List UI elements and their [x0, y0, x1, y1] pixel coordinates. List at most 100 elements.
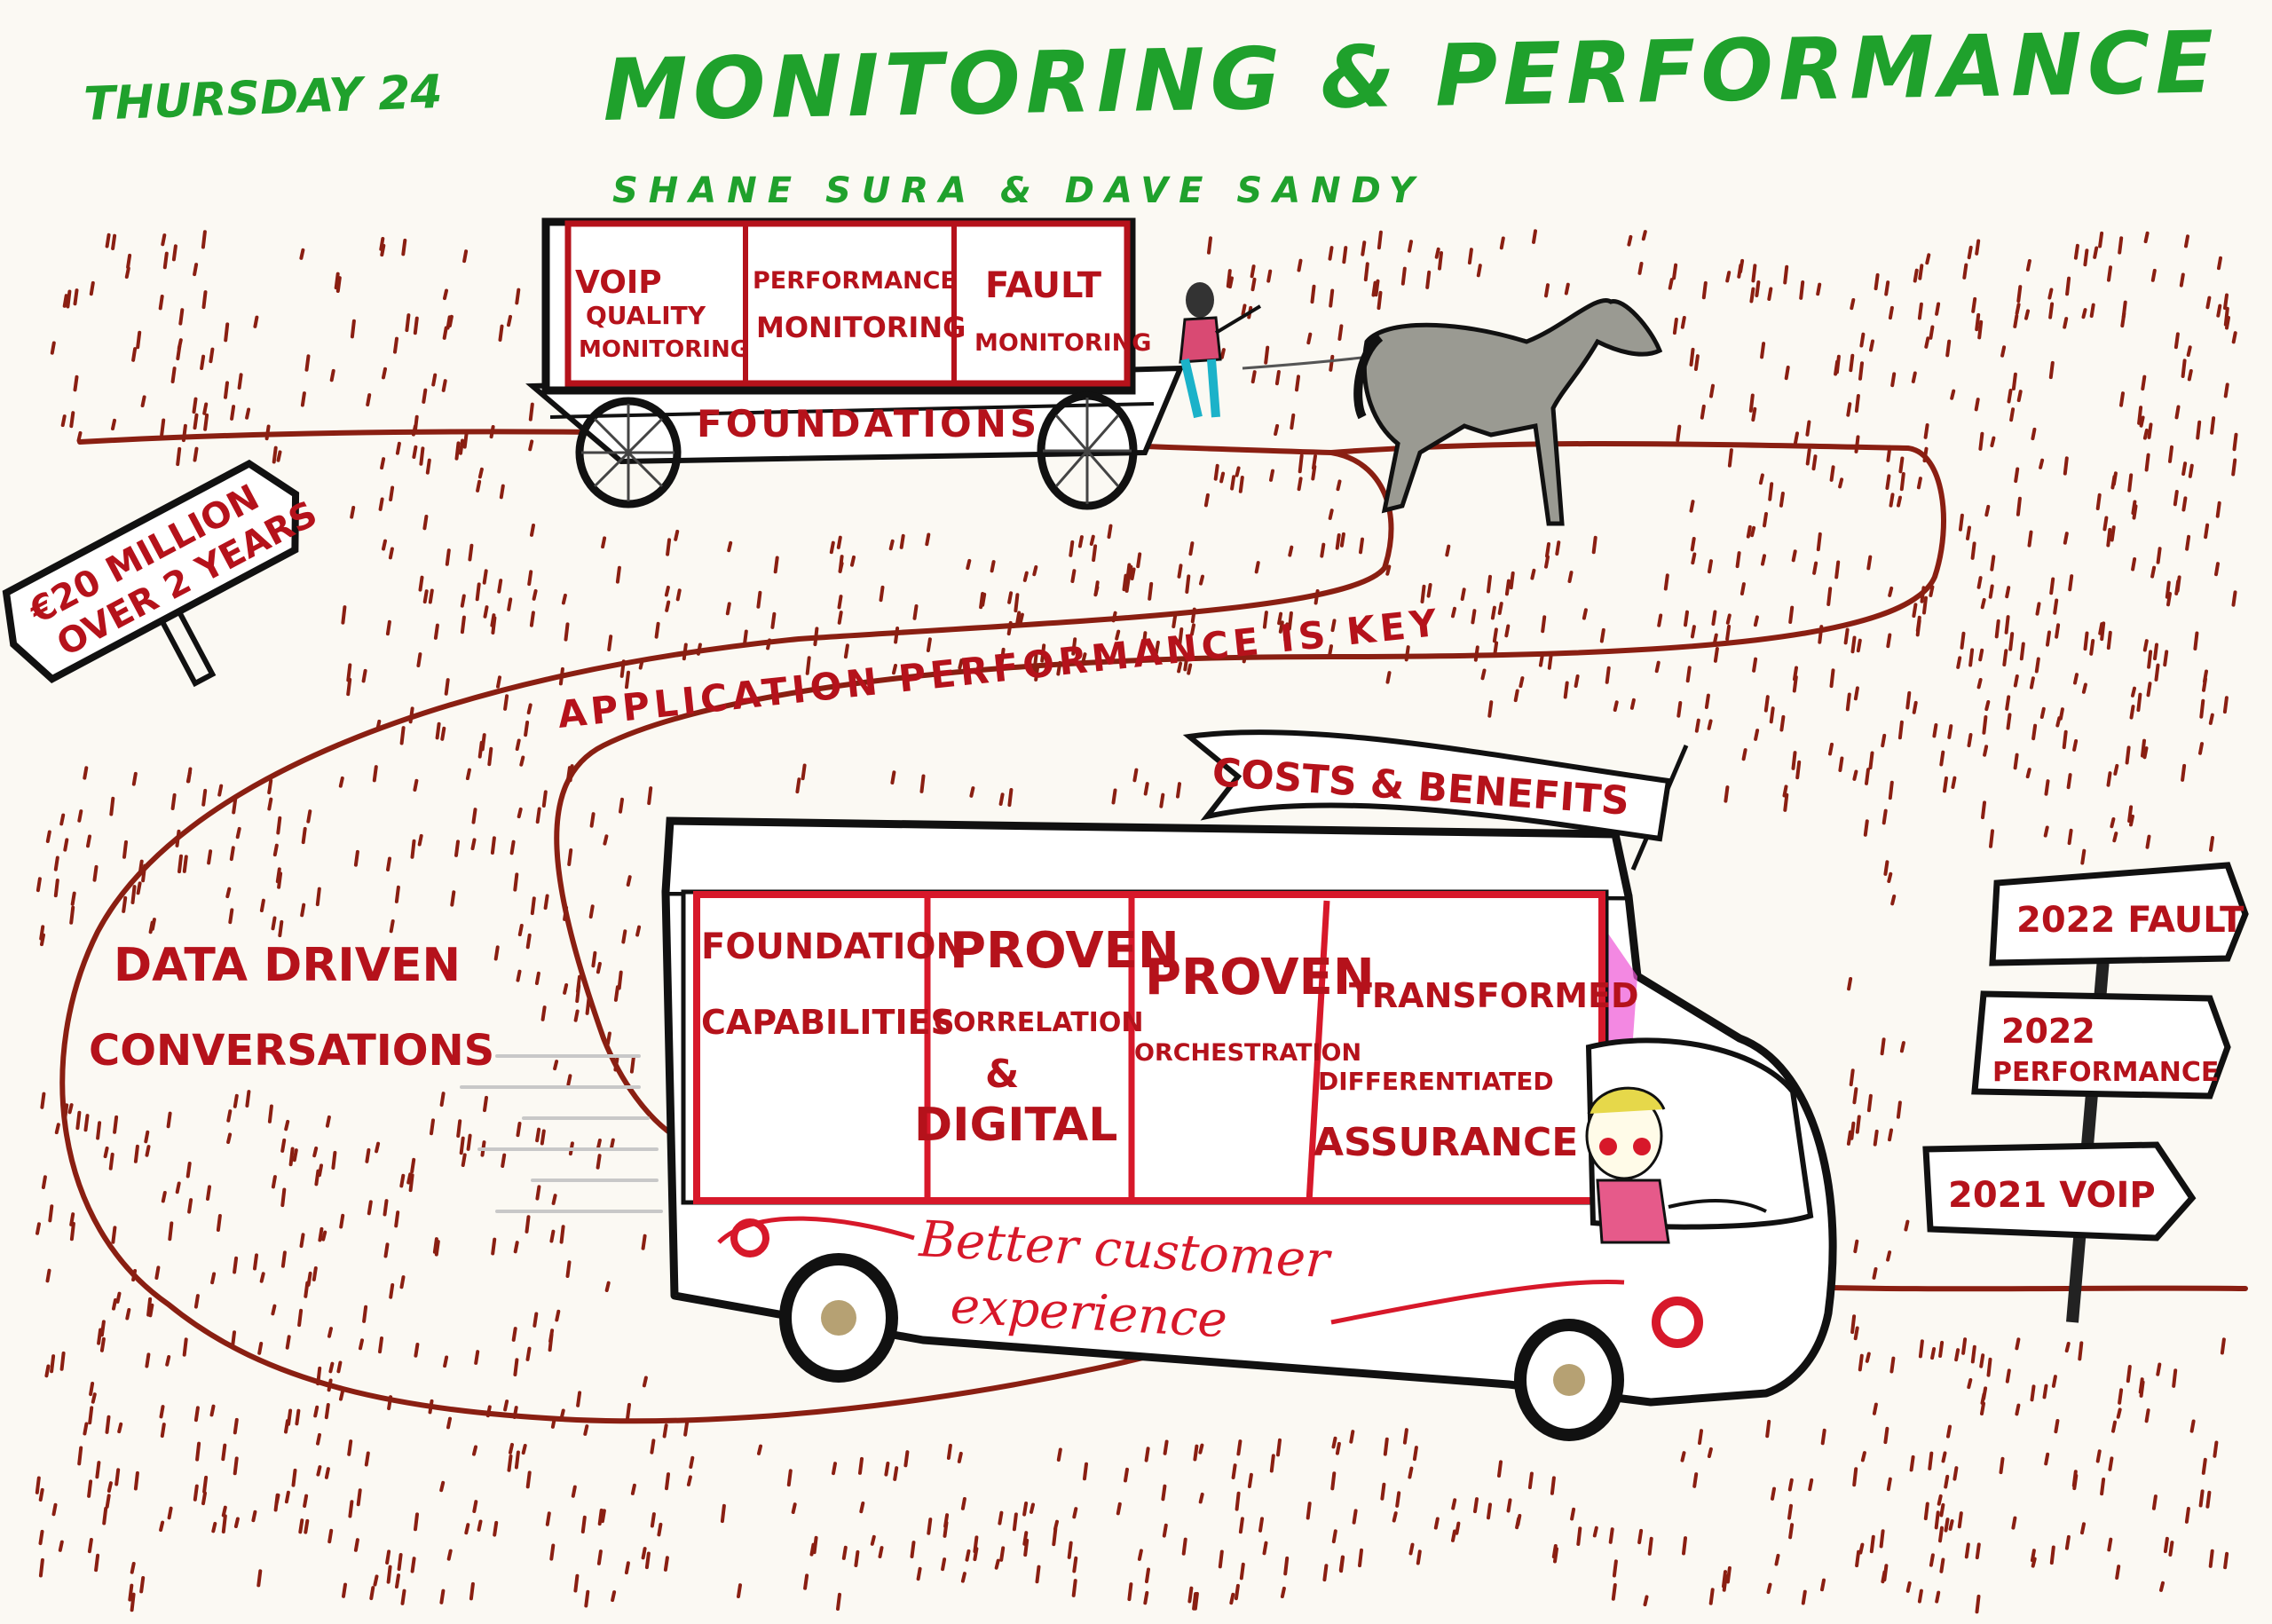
- ground-dash: [1961, 1337, 1968, 1355]
- ground-dash: [686, 1475, 692, 1486]
- ground-dash: [1754, 729, 1760, 741]
- ground-dash: [257, 1342, 264, 1355]
- ground-dash: [1904, 1219, 1910, 1232]
- ground-dash: [2106, 771, 2112, 787]
- road-label: APPLICATION PERFORMANCE IS KEY: [556, 601, 1443, 737]
- ground-dash: [89, 280, 95, 296]
- ground-dash: [126, 253, 132, 269]
- ground-dash: [2044, 1452, 2050, 1466]
- ground-dash: [1229, 1592, 1235, 1605]
- ground-dash: [36, 877, 42, 893]
- ground-dash: [1451, 1529, 1456, 1542]
- ground-dash: [2110, 525, 2116, 542]
- ground-dash: [1092, 544, 1098, 563]
- ground-dash: [571, 1485, 577, 1498]
- ground-dash: [465, 768, 471, 781]
- ground-dash: [435, 721, 441, 740]
- ground-dash: [1426, 583, 1432, 598]
- ground-dash: [1850, 635, 1857, 654]
- bus-panel-orchestration-line2: ORCHESTRATION: [1134, 1039, 1361, 1067]
- ground-dash: [224, 322, 230, 343]
- ground-dash: [1690, 625, 1696, 639]
- ground-dash: [1287, 611, 1293, 631]
- ground-dash: [1181, 1537, 1187, 1556]
- ground-dash: [1668, 278, 1674, 290]
- ground-dash: [529, 611, 535, 627]
- ground-dash: [561, 593, 567, 605]
- ground-dash: [850, 555, 856, 567]
- ground-dash: [1230, 475, 1236, 491]
- ground-dash: [580, 1515, 587, 1533]
- ground-dash: [2063, 456, 2069, 476]
- ground-dash: [167, 1506, 173, 1520]
- ground-dash: [1269, 1454, 1275, 1473]
- ground-dash: [1725, 271, 1732, 283]
- ground-dash: [193, 413, 199, 430]
- ground-dash: [829, 540, 835, 555]
- ground-dash: [287, 1408, 293, 1426]
- ground-dash: [1978, 431, 1984, 451]
- ground-dash: [1408, 240, 1413, 253]
- ground-dash: [1752, 657, 1758, 673]
- ground-dash: [111, 233, 117, 250]
- ground-dash: [2071, 1470, 2078, 1487]
- ground-dash: [1132, 768, 1139, 783]
- ground-dash: [1116, 1502, 1122, 1516]
- ground-dash: [1708, 1588, 1715, 1605]
- ground-dash: [256, 1569, 263, 1588]
- bus-panel-proven-correlation: PROVEN CORRELATION & DIGITAL: [914, 922, 1179, 1152]
- ground-dash: [413, 778, 419, 792]
- ground-dash: [2016, 390, 2023, 403]
- ground-dash: [446, 1416, 452, 1430]
- ground-dash: [425, 458, 431, 475]
- ground-dash: [1235, 1491, 1241, 1511]
- wagon-panel-fault-line1: FAULT: [985, 265, 1102, 306]
- ground-dash: [2016, 285, 2023, 304]
- ground-dash: [1850, 298, 1856, 311]
- ground-dash: [1627, 234, 1633, 247]
- ground-dash: [1865, 768, 1870, 785]
- ground-dash: [1820, 1578, 1826, 1592]
- ground-dash: [400, 1589, 406, 1605]
- ground-dash: [1928, 1451, 1934, 1470]
- ground-dash: [1916, 477, 1922, 490]
- ground-dash: [1922, 595, 1928, 615]
- ground-dash: [1629, 698, 1636, 710]
- ground-dash: [375, 1141, 381, 1154]
- ground-dash: [601, 536, 607, 549]
- ground-dash: [253, 315, 259, 328]
- ground-dash: [1829, 465, 1835, 482]
- ground-dash: [1896, 1100, 1902, 1119]
- ground-dash: [276, 816, 282, 835]
- ground-dash: [1115, 629, 1121, 641]
- ground-dash: [2073, 673, 2079, 685]
- ground-dash: [1939, 1557, 1945, 1573]
- ground-dash: [1881, 733, 1887, 748]
- ground-dash: [1923, 423, 1929, 439]
- ground-dash: [1783, 264, 1789, 285]
- ground-dash: [335, 276, 342, 293]
- ground-dash: [621, 929, 627, 944]
- ground-dash: [1872, 1402, 1878, 1415]
- ground-dash: [926, 637, 932, 652]
- ground-dash: [559, 1225, 565, 1244]
- ground-dash: [253, 1253, 258, 1271]
- ground-dash: [1883, 1426, 1889, 1445]
- ground-dash: [456, 1119, 462, 1138]
- ground-dash: [507, 1454, 513, 1472]
- ground-dash: [259, 898, 265, 912]
- ground-dash: [1846, 402, 1852, 417]
- ground-dash: [1672, 317, 1678, 335]
- ground-dash: [1788, 1523, 1795, 1540]
- speed-lines: [460, 1054, 663, 1213]
- ground-dash: [159, 1520, 165, 1532]
- ground-dash: [2223, 306, 2229, 327]
- ground-dash: [1130, 567, 1136, 580]
- ground-dash: [38, 1557, 44, 1578]
- ground-dash: [2100, 621, 2106, 642]
- ground-dash: [1283, 622, 1290, 643]
- wagon-driver: [1179, 282, 1262, 419]
- ground-dash: [2111, 1420, 2117, 1433]
- ground-dash: [1693, 354, 1700, 371]
